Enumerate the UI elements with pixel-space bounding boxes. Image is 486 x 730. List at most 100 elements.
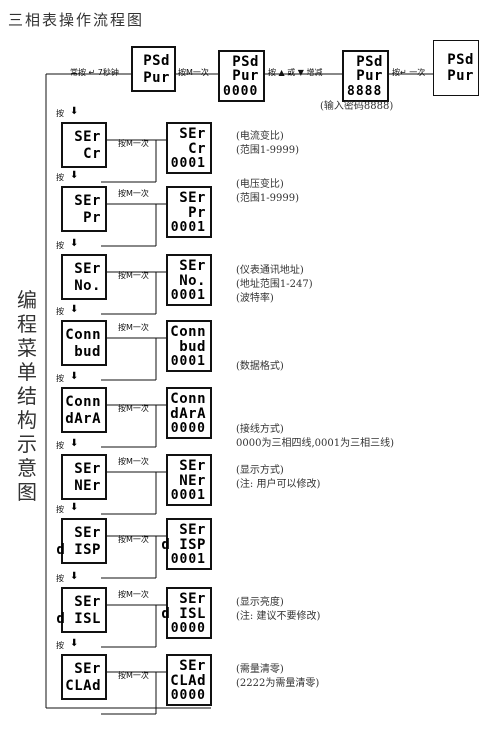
side-title-char: 示 bbox=[17, 432, 37, 456]
menu-note: (显示方式) bbox=[236, 465, 284, 476]
screen-line: PSd bbox=[143, 53, 170, 69]
screen-line: 0000 bbox=[170, 421, 206, 436]
side-title-char: 构 bbox=[17, 408, 37, 432]
screen-line: CLAd bbox=[170, 673, 206, 689]
press-m-label: 按M一次 bbox=[118, 404, 149, 413]
menu-note: (电流变比) bbox=[236, 131, 284, 142]
press-m-label: 按M一次 bbox=[178, 68, 209, 77]
screen-line: 0001 bbox=[170, 156, 206, 171]
screen-line: Conn bbox=[170, 391, 206, 407]
screen-line: d ISP bbox=[161, 537, 206, 553]
side-title: 编 程 菜 单 结 构 示 意 图 bbox=[16, 288, 38, 504]
arrow-down-icon: ⬇ bbox=[70, 106, 79, 117]
menu-note: (2222为需量清零) bbox=[236, 678, 320, 689]
screen-line: CLAd bbox=[65, 678, 101, 694]
screen-line: SEr bbox=[179, 126, 206, 142]
press-m-label: 按M一次 bbox=[118, 590, 149, 599]
side-title-char: 结 bbox=[17, 384, 37, 408]
arrow-down-icon: ⬇ bbox=[70, 502, 79, 513]
screen-line: Conn bbox=[65, 327, 101, 343]
screen-line: Conn bbox=[170, 324, 206, 340]
press-m-label: 按M一次 bbox=[118, 271, 149, 280]
long-press-enter-label: 常按 ↵ 7秒钟 bbox=[70, 68, 119, 77]
press-down-label: 按 bbox=[56, 374, 64, 383]
screen-line: PSd bbox=[356, 54, 383, 70]
screen-line: NEr bbox=[179, 473, 206, 489]
screen-line: SEr bbox=[74, 193, 101, 209]
screen-line: Cr bbox=[83, 146, 101, 162]
menu-note: (地址范围1-247) bbox=[236, 279, 313, 290]
screen-psd-pur-0000: PSd Pur 0000 bbox=[218, 50, 265, 102]
screen-line: PSd bbox=[447, 52, 474, 68]
screen-line: Pr bbox=[188, 205, 206, 221]
side-title-char: 图 bbox=[17, 480, 37, 504]
screen-line: Cr bbox=[188, 141, 206, 157]
press-m-label: 按M一次 bbox=[118, 323, 149, 332]
screen-line: Pur bbox=[356, 68, 383, 84]
screen-psd-pur-8888: PSd Pur 8888 bbox=[342, 50, 389, 102]
menu-note: (显示亮度) bbox=[236, 597, 284, 608]
screen-line: SEr bbox=[74, 661, 101, 677]
screen-psd-pur-final: PSd Pur bbox=[433, 40, 479, 96]
screen-line: Pur bbox=[232, 68, 259, 84]
menu-note: (数据格式) bbox=[236, 361, 284, 372]
screen-line: bud bbox=[179, 339, 206, 355]
screen-line: PSd bbox=[232, 54, 259, 70]
screen-line: Conn bbox=[65, 394, 101, 410]
menu-note: (电压变比) bbox=[236, 179, 284, 190]
screen-line: 0001 bbox=[170, 354, 206, 369]
screen-line: Pr bbox=[83, 210, 101, 226]
screen-line: 0000 bbox=[170, 688, 206, 703]
screen-line: SEr bbox=[74, 261, 101, 277]
menu-note: (范围1-9999) bbox=[236, 145, 299, 156]
screen-line: SEr bbox=[179, 658, 206, 674]
menu-note: (注: 用户可以修改) bbox=[236, 479, 321, 490]
arrow-down-icon: ⬇ bbox=[70, 371, 79, 382]
screen-line: Pur bbox=[143, 70, 170, 86]
press-m-label: 按M一次 bbox=[118, 457, 149, 466]
arrow-down-icon: ⬇ bbox=[70, 438, 79, 449]
arrow-down-icon: ⬇ bbox=[70, 571, 79, 582]
side-title-char: 意 bbox=[17, 456, 37, 480]
screen-line: SEr bbox=[74, 461, 101, 477]
press-down-label: 按 bbox=[56, 505, 64, 514]
menu-note: 0000为三相四线,0001为三相三线) bbox=[236, 438, 394, 449]
arrow-down-icon: ⬇ bbox=[70, 238, 79, 249]
screen-line: No. bbox=[179, 273, 206, 289]
press-m-label: 按M一次 bbox=[118, 671, 149, 680]
menu-note: (需量清零) bbox=[236, 664, 284, 675]
arrow-down-icon: ⬇ bbox=[70, 638, 79, 649]
menu-note: (仪表通讯地址) bbox=[236, 265, 304, 276]
screen-line: SEr bbox=[179, 522, 206, 538]
screen-line: dArA bbox=[170, 406, 206, 422]
menu-note: (波特率) bbox=[236, 293, 274, 304]
press-down-label: 按 bbox=[56, 441, 64, 450]
press-m-label: 按M一次 bbox=[118, 189, 149, 198]
screen-line: SEr bbox=[179, 591, 206, 607]
press-down-label: 按 bbox=[56, 641, 64, 650]
screen-line: SEr bbox=[74, 525, 101, 541]
screen-line: SEr bbox=[74, 594, 101, 610]
screen-line: SEr bbox=[179, 258, 206, 274]
screen-line: dArA bbox=[65, 411, 101, 427]
page-title: 三相表操作流程图 bbox=[8, 11, 145, 29]
menu-note: (接线方式) bbox=[236, 424, 284, 435]
press-down-label: 按 bbox=[56, 241, 64, 250]
screen-line: SEr bbox=[74, 129, 101, 145]
screen-line: 0001 bbox=[170, 220, 206, 235]
screen-line: 8888 bbox=[347, 84, 383, 99]
password-note: (输入密码8888) bbox=[320, 101, 394, 112]
menu-note: (注: 建议不要修改) bbox=[236, 611, 321, 622]
